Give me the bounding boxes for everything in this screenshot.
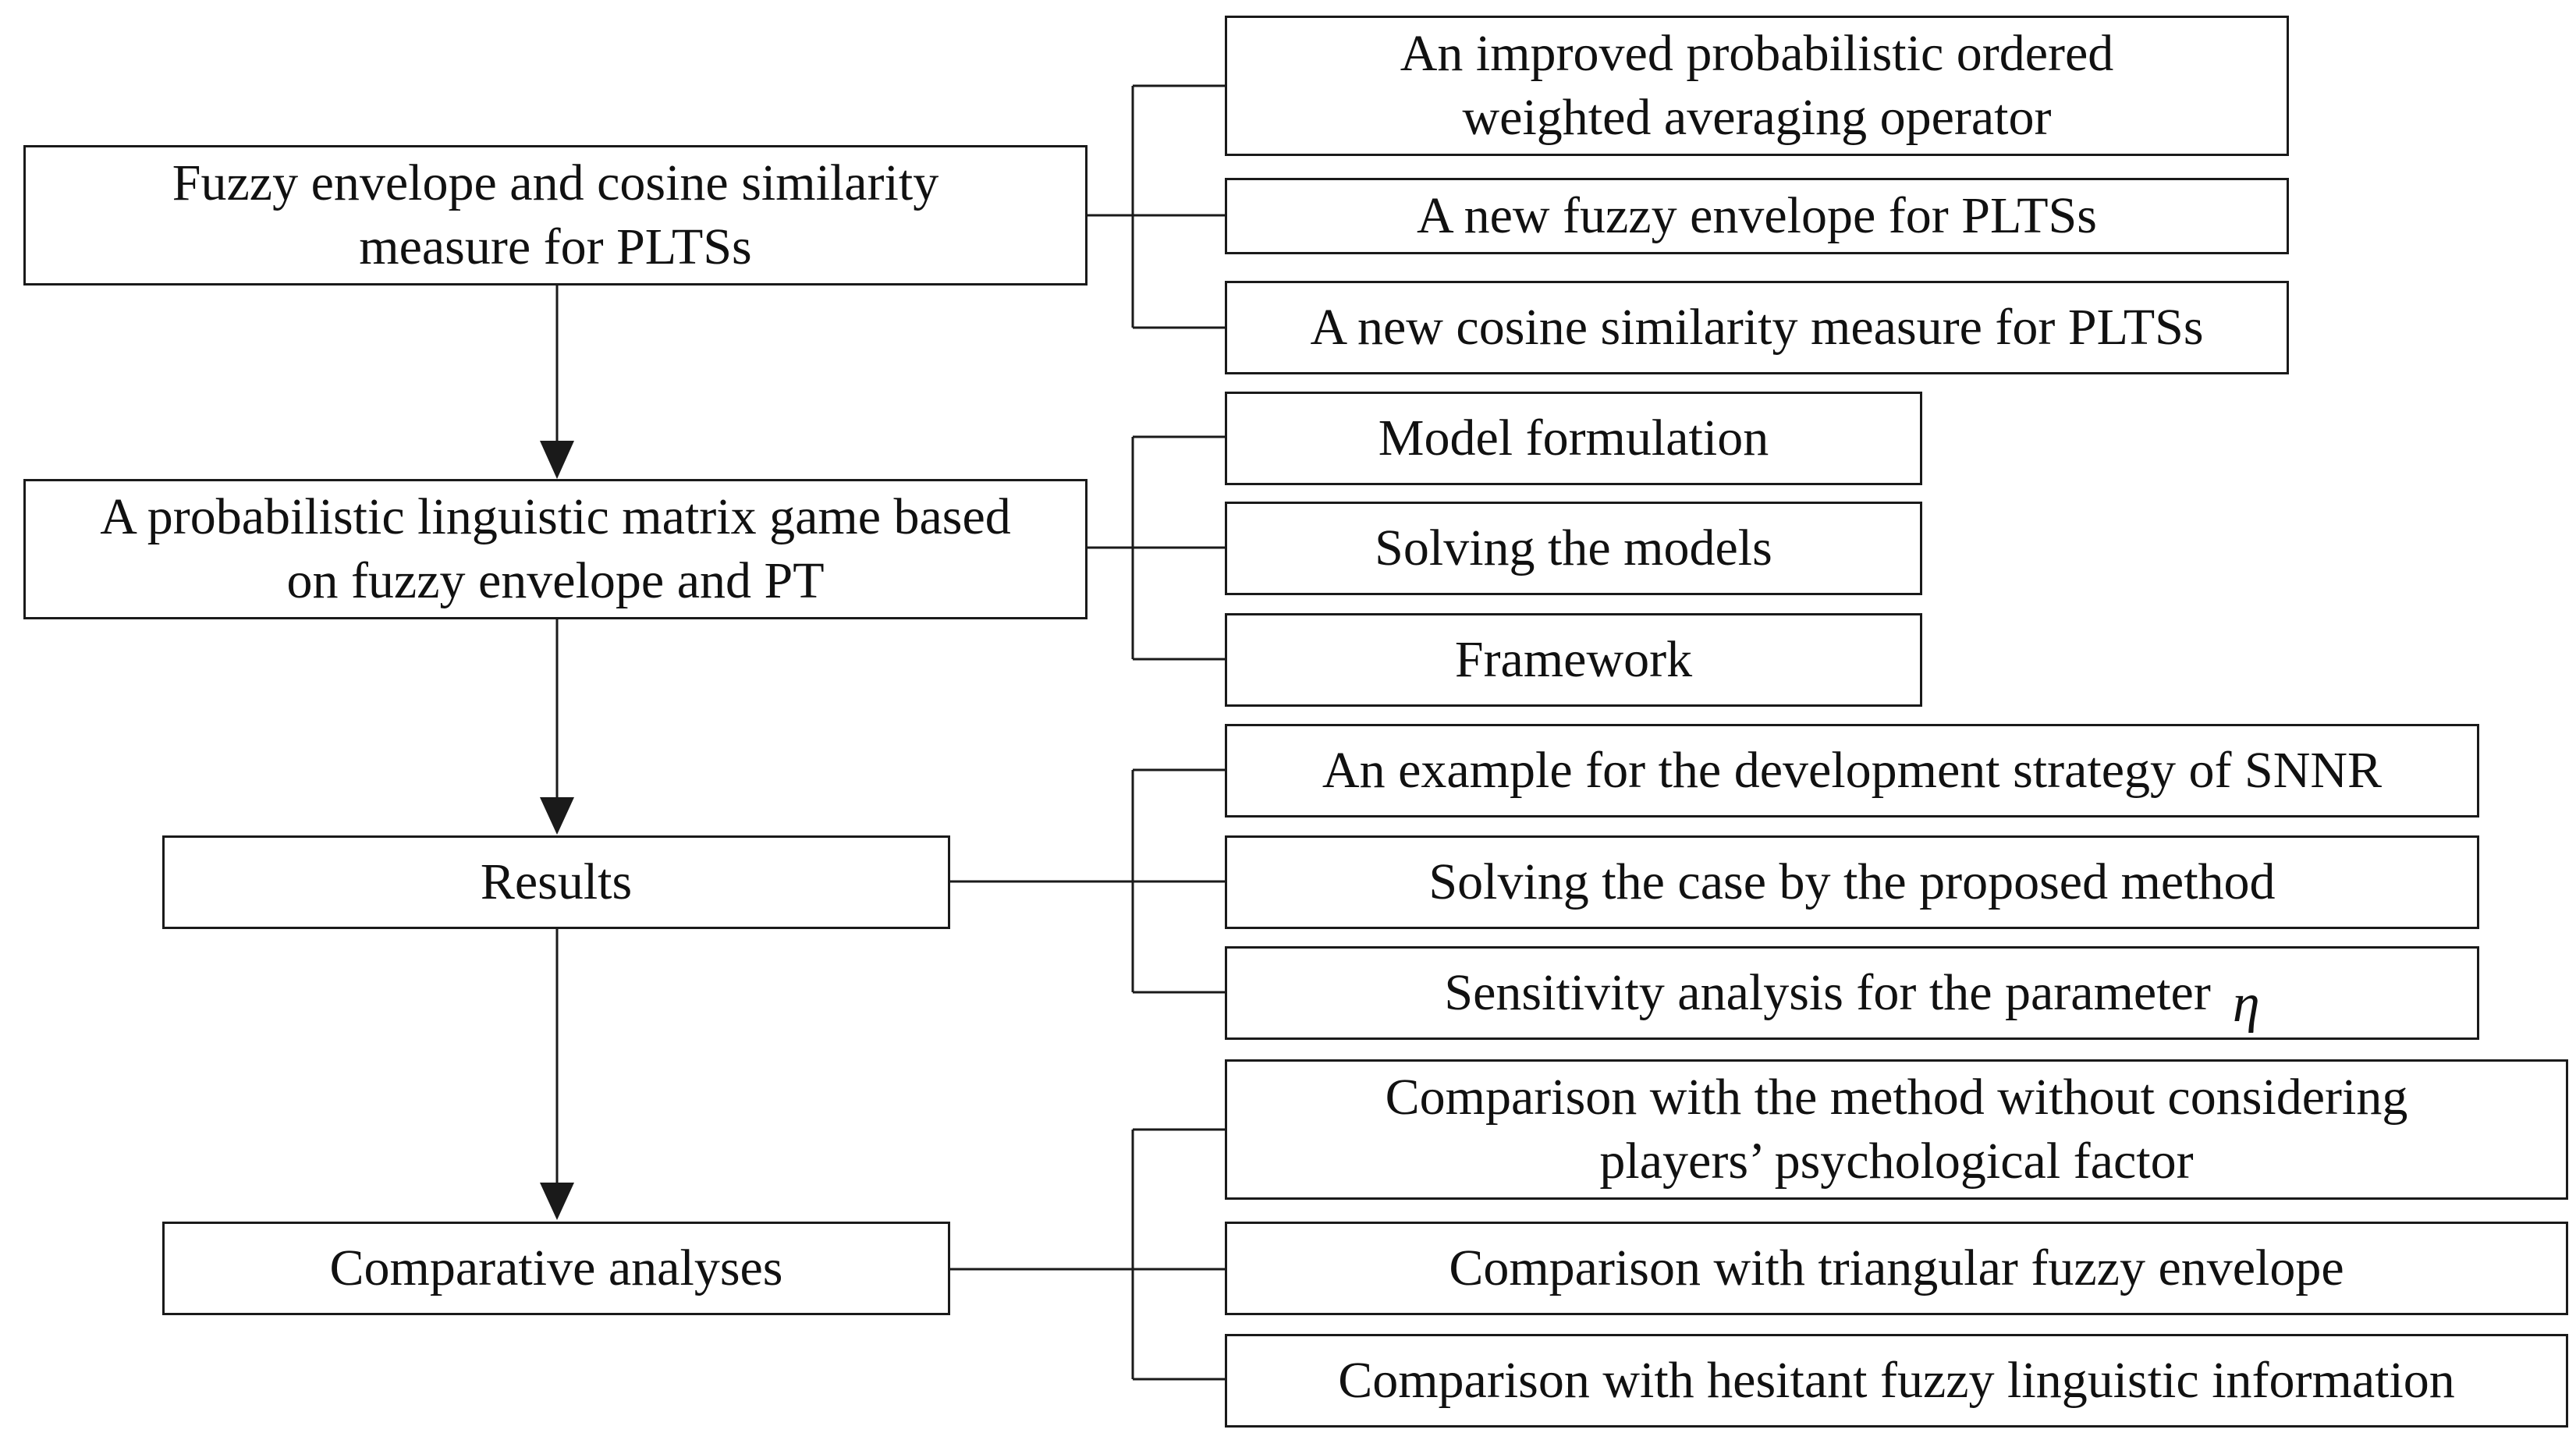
sub-item-new-fuzzy-envelope: A new fuzzy envelope for PLTSs	[1225, 178, 2289, 254]
sub-item-cosine-similarity: A new cosine similarity measure for PLTS…	[1225, 281, 2289, 374]
bracket-game	[1086, 435, 1225, 661]
sub-item-label: Sensitivity analysis for the parameter	[1444, 964, 2211, 1021]
main-step-game-label: A probabilistic linguistic matrix game b…	[100, 488, 1011, 609]
sub-item-example-snnr: An example for the development strategy …	[1225, 724, 2479, 818]
sub-item-comparison-hesitant: Comparison with hesitant fuzzy linguisti…	[1225, 1334, 2568, 1428]
bracket-results	[949, 768, 1225, 994]
sub-item-comparison-psychological: Comparison with the method without consi…	[1225, 1059, 2568, 1200]
sub-item-label: Comparison with hesitant fuzzy linguisti…	[1338, 1352, 2455, 1409]
sub-item-sensitivity-analysis: Sensitivity analysis for the parameter η	[1225, 946, 2479, 1040]
eta-symbol: η	[2232, 974, 2260, 1034]
main-step-fuzzy: Fuzzy envelope and cosine similarity mea…	[23, 145, 1088, 286]
sub-item-solving-models: Solving the models	[1225, 502, 1922, 595]
main-step-comparative: Comparative analyses	[162, 1222, 950, 1315]
sub-item-improved-operator: An improved probabilistic ordered weight…	[1225, 16, 2289, 156]
main-step-game: A probabilistic linguistic matrix game b…	[23, 479, 1088, 619]
sub-item-label: Comparison with the method without consi…	[1385, 1069, 2408, 1190]
sub-item-comparison-triangular: Comparison with triangular fuzzy envelop…	[1225, 1222, 2568, 1315]
sub-item-label: A new fuzzy envelope for PLTSs	[1417, 187, 2097, 244]
sub-item-label: An example for the development strategy …	[1322, 742, 2383, 799]
arrowhead-game	[540, 441, 574, 479]
sub-item-label: Framework	[1454, 631, 1693, 688]
main-step-fuzzy-label: Fuzzy envelope and cosine similarity mea…	[172, 154, 939, 275]
sub-item-label: Model formulation	[1378, 410, 1769, 466]
main-step-results-label: Results	[480, 853, 633, 910]
sub-item-solving-case: Solving the case by the proposed method	[1225, 835, 2479, 929]
sub-item-label: A new cosine similarity measure for PLTS…	[1310, 299, 2204, 356]
sub-item-framework: Framework	[1225, 613, 1922, 707]
sub-item-label: Comparison with triangular fuzzy envelop…	[1449, 1240, 2344, 1296]
arrowhead-comparative	[540, 1183, 574, 1220]
sub-item-label: Solving the case by the proposed method	[1428, 853, 2276, 910]
main-step-comparative-label: Comparative analyses	[329, 1240, 783, 1296]
sub-item-label: Solving the models	[1375, 520, 1772, 576]
sub-item-label: An improved probabilistic ordered weight…	[1400, 25, 2114, 146]
bracket-fuzzy	[1086, 84, 1225, 329]
sub-item-model-formulation: Model formulation	[1225, 392, 1922, 485]
bracket-comparative	[949, 1128, 1225, 1381]
main-step-results: Results	[162, 835, 950, 929]
arrowhead-results	[540, 797, 574, 835]
